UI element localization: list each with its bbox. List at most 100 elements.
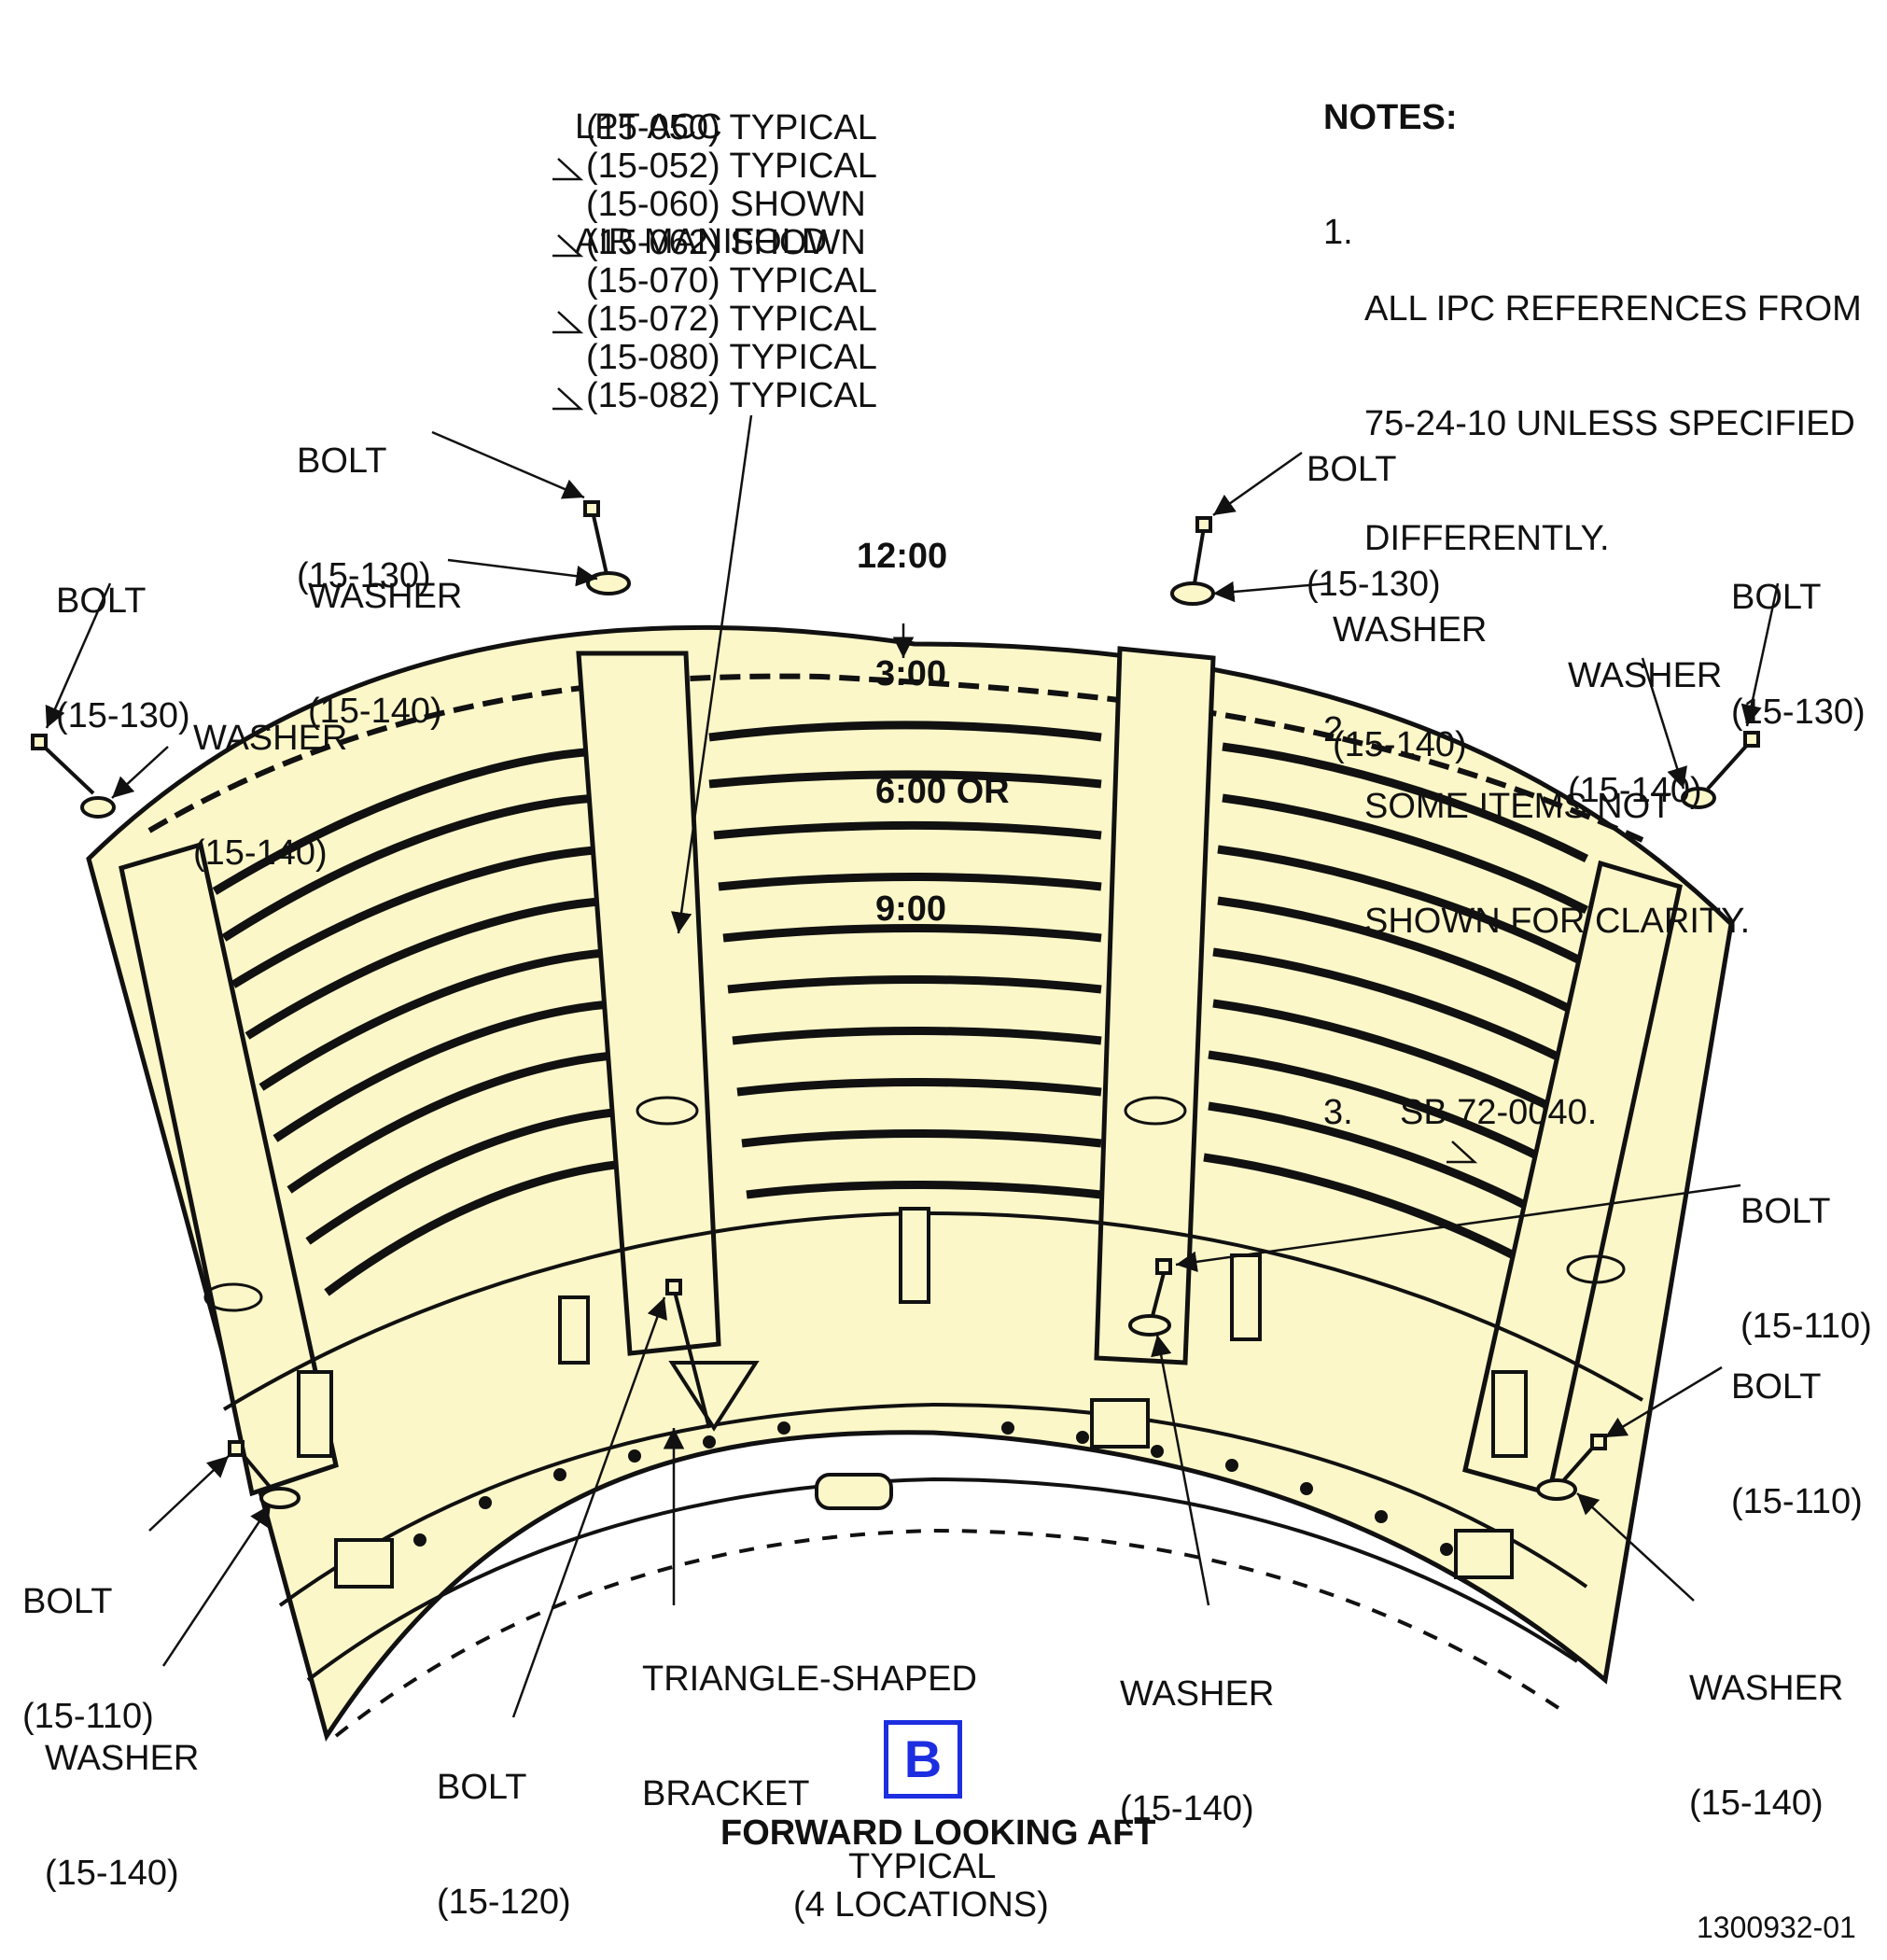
note-3-line-1: SB 72-0040. [1400, 1093, 1598, 1132]
note-1-line-1: ALL IPC REFERENCES FROM [1364, 289, 1862, 329]
callout-washer-140-bottom-left: WASHER (15-140) [45, 1663, 199, 1931]
manifold-item-ref: (15-062) SHOWN [586, 223, 866, 262]
callout-name: BOLT [297, 441, 387, 481]
callout-name: WASHER [193, 719, 348, 758]
figure-number: 1300932-01 [1697, 1911, 1856, 1944]
view-sub-2: (4 LOCATIONS) [793, 1885, 1049, 1925]
callout-ref: (15-120) [437, 1883, 571, 1922]
callout-washer-140-bottom-right: WASHER (15-140) [1689, 1593, 1843, 1861]
manifold-item: (15-062) SHOWN [552, 223, 877, 262]
callout-name: BOLT [1740, 1192, 1831, 1231]
manifold-item: (15-052) TYPICAL [552, 147, 877, 186]
manifold-item: (15-082) TYPICAL [552, 376, 877, 415]
clock-9: 9:00 [875, 889, 947, 929]
leader-lines [45, 414, 1780, 1718]
manifold-title-2: AIR MANIFOLD [575, 222, 828, 261]
sb-triangle-icon [549, 226, 584, 261]
manifold-item-ref: (15-050) TYPICAL [586, 108, 877, 147]
inner-rings [222, 1211, 1644, 1738]
manifold-items: (15-050) TYPICAL(15-052) TYPICAL(15-060)… [552, 109, 877, 415]
callout-washer-140-left: WASHER (15-140) [193, 643, 347, 911]
sb-triangle-icon [549, 302, 584, 338]
clock-positions: 12:00 3:00 6:00 OR 9:00 [857, 458, 1010, 968]
note-1-number: 1. [1323, 213, 1353, 252]
manifold-item: (15-060) SHOWN [586, 186, 877, 224]
callout-name: WASHER [1120, 1674, 1275, 1714]
callout-washer-140-bottom-mid: WASHER (15-140) [1120, 1599, 1274, 1867]
note-2-line-1: SOME ITEMS NOT [1364, 787, 1672, 826]
callout-ref: (15-110) [22, 1697, 154, 1736]
callout-bolt-130-top-right: BOLT (15-130) [1307, 374, 1441, 642]
callout-ref: (15-140) [193, 833, 328, 873]
callout-ref: (15-140) [45, 1854, 179, 1893]
callout-name: WASHER [1333, 610, 1488, 650]
sb-triangle-icon [1364, 1094, 1478, 1214]
callout-name: TRIANGLE-SHAPED [642, 1659, 977, 1699]
callout-ref: (15-110) [1731, 1482, 1863, 1521]
callout-name: BOLT [437, 1768, 527, 1807]
view-caption: FORWARD LOOKING AFT [720, 1813, 1156, 1853]
outer-flange [147, 673, 1644, 843]
callout-bolt-130-top-left: BOLT (15-130) [297, 366, 431, 634]
fasteners [31, 500, 1760, 1509]
callout-ref: (15-140) [1333, 725, 1467, 764]
callout-ref: (15-130) [297, 556, 431, 595]
note-2-line-2: SHOWN FOR CLARITY. [1364, 902, 1751, 941]
callout-bolt-130-right: BOLT (15-130) [1731, 502, 1866, 770]
callout-washer-140-right: WASHER (15-140) [1568, 581, 1722, 848]
callout-bolt-110-right-upper: BOLT (15-110) [1740, 1116, 1872, 1384]
sb-triangle-icon [549, 379, 584, 414]
bolt-row [413, 1421, 1453, 1556]
note-3: 3. SB 72-0040. [1323, 1094, 1862, 1214]
callout-name: WASHER [308, 577, 463, 616]
clock-3: 3:00 [875, 654, 947, 693]
note-1: 1. ALL IPC REFERENCES FROM 75-24-10 UNLE… [1323, 214, 1862, 635]
callout-bolt-110-left: BOLT (15-110) [22, 1506, 154, 1774]
manifold-item: (15-070) TYPICAL [586, 262, 877, 301]
callout-name: WASHER [1689, 1669, 1844, 1708]
manifold-item-ref: (15-080) TYPICAL [586, 338, 877, 377]
note-2: 2. SOME ITEMS NOT SHOWN FOR CLARITY. [1323, 711, 1862, 1017]
callout-name: BOLT [1731, 578, 1822, 617]
callout-name: BOLT [1307, 450, 1397, 489]
callout-ref: (15-140) [1568, 771, 1702, 810]
callout-name: WASHER [1568, 656, 1723, 695]
callout-bolt-130-left: BOLT (15-130) [56, 506, 190, 774]
manifold-item-ref: (15-052) TYPICAL [586, 147, 877, 186]
manifold-item-ref: (15-082) TYPICAL [586, 376, 877, 415]
callout-name: BOLT [22, 1582, 113, 1621]
manifold-item: (15-080) TYPICAL [586, 339, 877, 377]
notes-block: NOTES: 1. ALL IPC REFERENCES FROM 75-24-… [1323, 22, 1862, 1253]
clock-12: 12:00 [857, 537, 948, 576]
manifold-item-ref: (15-060) SHOWN [586, 185, 866, 224]
note-1-line-2: 75-24-10 UNLESS SPECIFIED [1364, 404, 1855, 443]
view-letter-box: B [884, 1720, 962, 1799]
callout-bolt-110-right-lower: BOLT (15-110) [1731, 1292, 1863, 1560]
callout-washer-140-top-left: WASHER (15-140) [308, 501, 462, 769]
notes-heading: NOTES: [1323, 98, 1458, 137]
callout-ref: (15-140) [1689, 1784, 1824, 1823]
view-sub-1: TYPICAL [848, 1847, 997, 1886]
manifold-label: LPT ACC AIR MANIFOLD [575, 32, 827, 300]
callout-ref: (15-110) [1740, 1307, 1872, 1346]
note-3-number: 3. [1323, 1093, 1353, 1132]
callout-ref: (15-130) [1731, 693, 1866, 732]
clock-6: 6:00 OR [875, 772, 1010, 811]
callout-ref: (15-130) [56, 696, 190, 735]
callout-ref: (15-130) [1307, 565, 1441, 604]
manifold-item: (15-050) TYPICAL [586, 109, 877, 147]
fin-rows [212, 721, 1589, 1296]
callout-bolt-120: BOLT (15-120) [437, 1692, 571, 1960]
manifold-ports [203, 1096, 1626, 1312]
manifold-title-1: LPT ACC [575, 107, 722, 147]
manifold-item-ref: (15-070) TYPICAL [586, 261, 877, 301]
note-2-number: 2. [1323, 710, 1353, 749]
callout-name: BOLT [56, 581, 147, 621]
callout-name: WASHER [45, 1739, 200, 1778]
callout-washer-140-top-right: WASHER (15-140) [1333, 535, 1487, 803]
callout-name: BOLT [1731, 1367, 1822, 1407]
note-1-line-3: DIFFERENTLY. [1364, 519, 1610, 558]
callout-ref: (15-140) [308, 692, 442, 731]
mount-bosses [297, 1207, 1528, 1589]
